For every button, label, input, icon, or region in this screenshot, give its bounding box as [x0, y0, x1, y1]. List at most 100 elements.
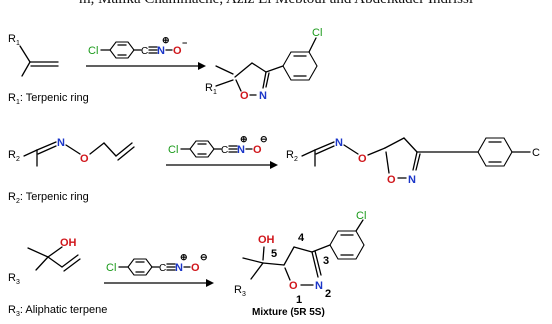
- methyl-bond: [215, 65, 234, 75]
- bond: [47, 256, 63, 268]
- r1-label: R1: [8, 33, 20, 47]
- double-bond: [117, 146, 135, 161]
- bond: [89, 142, 105, 155]
- oxygen-atom: O: [191, 262, 200, 274]
- positive-charge-icon: ⊕: [162, 35, 170, 45]
- bond: [343, 144, 359, 155]
- r2-label: R2: [8, 149, 20, 163]
- methyl-bond: [27, 247, 49, 258]
- bond: [21, 61, 31, 77]
- carbon-atom: C: [141, 46, 148, 57]
- bond: [355, 219, 364, 232]
- chlorine-atom: Cl: [88, 45, 98, 57]
- row1-nitrile-oxide-reagent: Cl C N ⊕ O −: [88, 35, 187, 59]
- position-1-label: 1: [296, 294, 302, 306]
- benzene-ring: [282, 51, 318, 81]
- row1-isoxazoline-product: R1 N O Cl: [205, 27, 322, 102]
- oxygen-atom: O: [289, 280, 298, 292]
- benzene-ring: [329, 230, 365, 260]
- double-bond: [115, 142, 133, 157]
- oxygen-atom: O: [173, 45, 182, 57]
- position-4-label: 4: [298, 232, 305, 244]
- oxygen-atom: O: [387, 174, 396, 186]
- chlorine-atom: Cl: [356, 210, 366, 222]
- arrowhead-icon: [198, 62, 206, 70]
- nitrogen-atom: N: [237, 144, 245, 156]
- double-bond: [265, 72, 270, 88]
- ring-bond: [403, 137, 418, 153]
- row1-alkene-reactant: R1: [8, 33, 59, 77]
- bond: [301, 149, 316, 157]
- negative-charge-icon: ⊖: [200, 252, 208, 262]
- imine-double-bond: [314, 141, 335, 151]
- product-stereo-note: Mixture (5R 5S): [252, 307, 325, 318]
- negative-charge-icon: ⊖: [260, 134, 268, 144]
- nitrogen-atom: N: [315, 280, 323, 292]
- ring-bond: [234, 62, 253, 78]
- bond: [23, 149, 38, 157]
- ring-bond: [385, 151, 390, 174]
- nitrogen-atom: N: [408, 174, 416, 186]
- r1-product-label: R1: [205, 82, 217, 96]
- arrowhead-icon: [270, 161, 278, 169]
- hydroxyl-group: OH: [60, 237, 77, 249]
- oxygen-atom: O: [80, 153, 89, 165]
- ring-bond: [283, 246, 295, 266]
- ring-bond: [284, 267, 291, 281]
- bond: [311, 244, 331, 253]
- methyl-bond: [242, 257, 264, 264]
- bond: [262, 262, 285, 266]
- bond: [367, 147, 386, 156]
- double-bond: [63, 258, 81, 272]
- oxygen-atom: O: [253, 144, 262, 156]
- chlorine-atom: Cl: [106, 262, 116, 274]
- ring-bond: [293, 246, 313, 253]
- imine-double-bond: [37, 145, 57, 155]
- ring-bond: [412, 151, 418, 171]
- row3-isoxazoline-product: OH R3 N O 4 5 3 2 1 Cl Mixture (5R 5S): [234, 210, 366, 318]
- bond: [103, 142, 117, 157]
- position-3-label: 3: [323, 255, 329, 267]
- carbon-atom: C: [221, 145, 228, 156]
- ring-bond: [384, 137, 405, 149]
- row1-caption: R1: Terpenic ring: [8, 92, 89, 106]
- row2-caption: R2: Terpenic ring: [8, 191, 89, 205]
- r3-label: R3: [8, 272, 20, 286]
- double-bond: [415, 153, 421, 171]
- nitrogen-atom: N: [157, 45, 165, 57]
- positive-charge-icon: ⊕: [180, 252, 188, 262]
- imine-double-bond: [36, 141, 57, 151]
- oxygen-atom: O: [240, 90, 249, 102]
- positive-charge-icon: ⊕: [240, 134, 248, 144]
- negative-charge-icon: −: [182, 38, 187, 48]
- ring-bond: [251, 62, 267, 73]
- arrowhead-icon: [206, 279, 214, 287]
- position-5-label: 5: [271, 248, 277, 260]
- double-bond: [314, 250, 322, 276]
- page-header: m, Malika Chammache, Aziz El Mebtoul and…: [0, 0, 552, 9]
- bond: [35, 256, 49, 271]
- nitrogen-atom: N: [175, 262, 183, 274]
- r3-product-label: R3: [234, 284, 246, 298]
- r2-product-label: R2: [286, 149, 298, 163]
- bond: [47, 246, 63, 258]
- ring-bond: [311, 251, 319, 278]
- chlorine-atom: Cl: [312, 27, 322, 39]
- row2-nitrile-oxide-reagent: Cl C N ⊕ O ⊖: [168, 134, 268, 158]
- row2-oxime-ether-reactant: R2 N O: [8, 137, 135, 167]
- bond: [265, 65, 284, 73]
- ring-bond: [262, 71, 267, 89]
- position-2-label: 2: [325, 288, 331, 300]
- bond: [65, 144, 81, 155]
- nitrogen-atom: N: [57, 137, 65, 149]
- row3-nitrile-oxide-reagent: Cl C N ⊕ O ⊖: [106, 252, 208, 276]
- row2-isoxazoline-product: R2 N O N O C: [286, 137, 540, 186]
- double-bond: [61, 254, 79, 268]
- chlorine-atom-truncated: C: [532, 147, 540, 159]
- carbon-atom: C: [159, 263, 166, 274]
- row3-caption: R3: Aliphatic terpene: [8, 304, 107, 318]
- ring-bond: [235, 79, 242, 92]
- bond: [19, 45, 31, 63]
- bond: [308, 37, 317, 53]
